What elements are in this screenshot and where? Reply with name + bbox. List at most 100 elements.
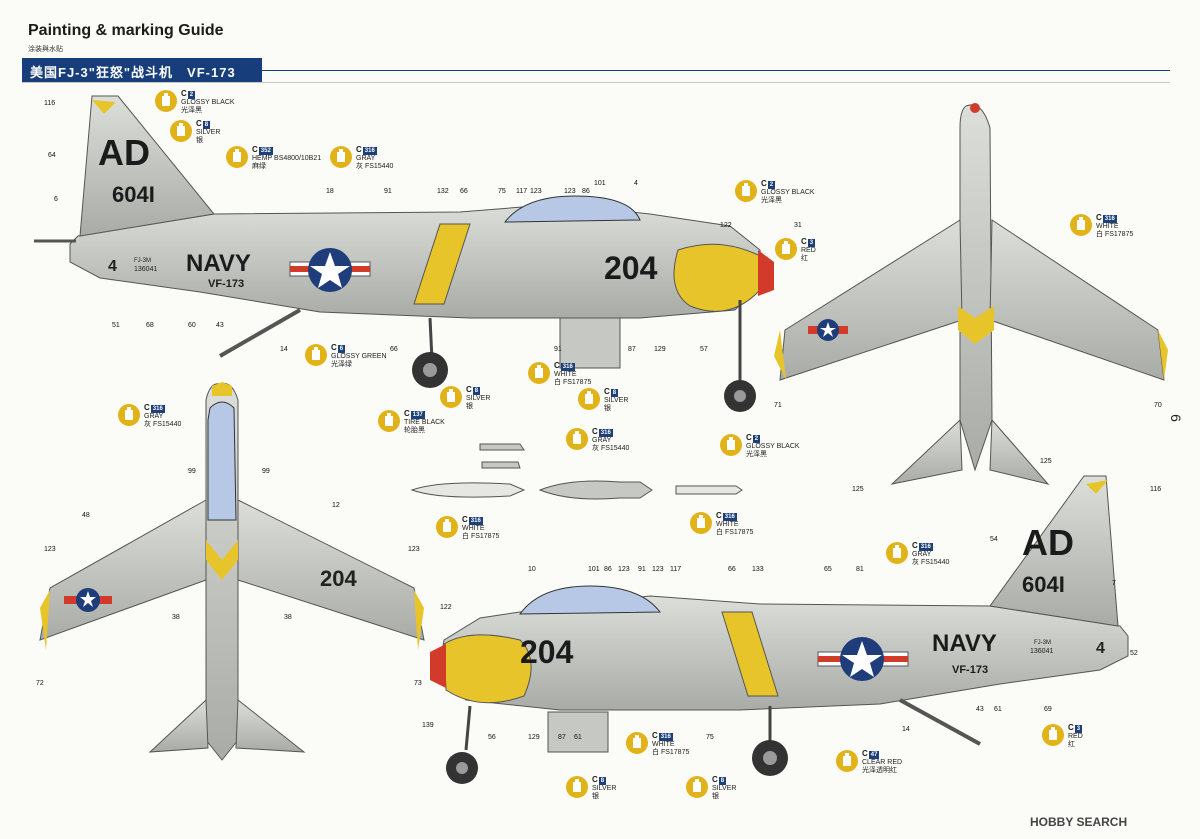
part-number-label: 66: [390, 346, 398, 353]
paint-bottle-icon: [226, 146, 248, 168]
paint-name: RED: [1068, 733, 1083, 740]
part-number-label: 66: [728, 566, 736, 573]
paint-number: 8: [610, 389, 619, 397]
part-number-label: 75: [706, 734, 714, 741]
paint-name-cn: 光泽绿: [331, 361, 352, 368]
part-number-label: 66: [460, 188, 468, 195]
paint-number: 316: [1102, 215, 1117, 223]
part-number-label: 117: [516, 188, 528, 195]
paint-number: 316: [722, 513, 737, 521]
tail-code-right: AD: [1022, 522, 1074, 563]
part-number-label: 57: [700, 346, 708, 353]
part-number-label: 12: [332, 502, 340, 509]
paint-number: 137: [410, 411, 425, 419]
divider: [22, 82, 1170, 83]
paint-number: 316: [918, 543, 933, 551]
part-number-label: 91: [384, 188, 392, 195]
paint-name: GLOSSY BLACK: [181, 99, 235, 106]
paint-name-cn: 白 FS17875: [716, 529, 754, 536]
paint-name: GLOSSY BLACK: [761, 189, 815, 196]
paint-name-cn: 红: [801, 255, 808, 262]
paint-number: 316: [150, 405, 165, 413]
paint-name-cn: 光泽黑: [761, 197, 782, 204]
paint-name-cn: 光泽透明红: [862, 767, 897, 774]
paint-number: 3: [1074, 725, 1083, 733]
tail-number-right: 4: [1096, 640, 1105, 657]
part-number-label: 87: [558, 734, 566, 741]
paint-name-cn: 灰 FS15440: [912, 559, 950, 566]
paint-bottle-icon: [1042, 724, 1064, 746]
part-number-label: 101: [588, 566, 600, 573]
paint-bottle-icon: [626, 732, 648, 754]
top-view: 204: [39, 382, 425, 761]
paint-name: TIRE BLACK: [404, 419, 445, 426]
tail-code-left: AD: [98, 132, 150, 173]
part-number-label: 86: [604, 566, 612, 573]
paint-bottle-icon: [305, 344, 327, 366]
part-number-label: 69: [1044, 706, 1052, 713]
tail-serial-left: 604I: [112, 182, 155, 207]
paint-name: SILVER: [466, 395, 491, 402]
paint-bottle-icon: [886, 542, 908, 564]
modex-right: 204: [520, 634, 574, 670]
part-number-label: 7: [1112, 580, 1116, 587]
paint-bottle-icon: [566, 776, 588, 798]
paint-name: GLOSSY GREEN: [331, 353, 387, 360]
side-view-left: [34, 95, 774, 412]
tail-number-left: 4: [108, 258, 117, 275]
part-number-label: 116: [1150, 486, 1162, 493]
guide-subtitle: 涂装與水贴: [28, 46, 63, 53]
modex-left: 204: [604, 250, 658, 286]
paint-bottle-icon: [330, 146, 352, 168]
paint-name-cn: 白 FS17875: [554, 379, 592, 386]
part-number-label: 4: [634, 180, 638, 187]
paint-name: GRAY: [912, 551, 932, 558]
paint-number: 8: [598, 777, 607, 785]
paint-name-cn: 轮胎黑: [404, 427, 425, 434]
part-number-label: 87: [628, 346, 636, 353]
part-number-label: 14: [280, 346, 288, 353]
banner-rule: [262, 70, 1170, 71]
part-number-label: 70: [1154, 402, 1162, 409]
part-number-label: 123: [44, 546, 56, 553]
part-number-label: 132: [437, 188, 449, 195]
paint-number: 2: [187, 91, 196, 99]
part-number-label: 91: [554, 346, 562, 353]
bureau-number-right: 136041: [1030, 648, 1054, 655]
paint-name-cn: 红: [1068, 741, 1075, 748]
paint-number: 316: [468, 517, 483, 525]
paint-number: 316: [658, 733, 673, 741]
paint-name-cn: 光泽黑: [746, 451, 767, 458]
part-number-label: 123: [652, 566, 664, 573]
underside-view: [774, 103, 1168, 485]
part-number-label: 125: [1040, 458, 1052, 465]
part-number-label: 65: [824, 566, 832, 573]
banner-title: 美国FJ-3"狂怒"战斗机 VF-173: [30, 65, 236, 80]
part-number-label: 75: [498, 188, 506, 195]
part-number-label: 60: [188, 322, 196, 329]
part-number-label: 116: [44, 100, 56, 107]
paint-name: GRAY: [356, 155, 376, 162]
part-number-label: 123: [408, 546, 420, 553]
paint-name: GLOSSY BLACK: [746, 443, 800, 450]
paint-number: 8: [718, 777, 727, 785]
paint-bottle-icon: [155, 90, 177, 112]
paint-bottle-icon: [690, 512, 712, 534]
squadron-left: VF-173: [208, 278, 245, 290]
part-number-label: 38: [284, 614, 292, 621]
